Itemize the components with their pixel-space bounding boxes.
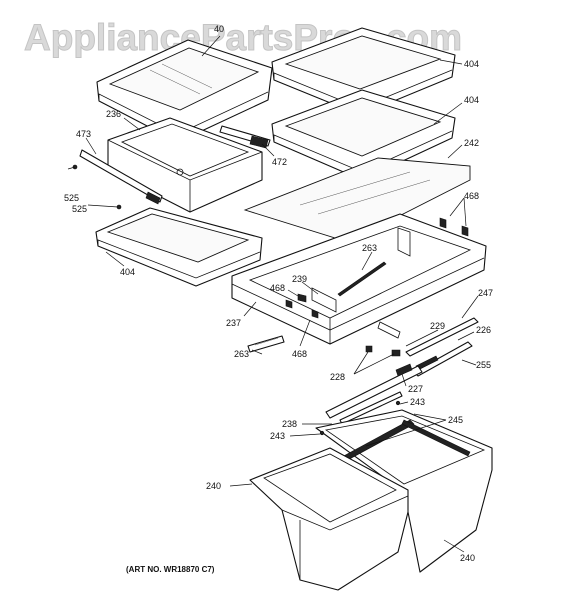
screw-243-lower <box>319 430 325 436</box>
callout-404-top: 404 <box>464 59 479 69</box>
crisper-slide-rails <box>365 317 479 377</box>
callout-238: 238 <box>282 419 297 429</box>
callout-243-lower: 243 <box>270 431 285 441</box>
crisper-divider-rail <box>325 363 423 425</box>
callout-468-center: 468 <box>270 283 285 293</box>
drawer-rail-right <box>219 125 271 149</box>
callout-229: 229 <box>430 321 445 331</box>
callout-243-upper: 243 <box>410 397 425 407</box>
callout-228: 228 <box>330 372 345 382</box>
crisper-drawer-front <box>249 447 409 591</box>
callout-226: 226 <box>476 325 491 335</box>
callout-263-upper: 263 <box>362 243 377 253</box>
callout-240-left: 240 <box>206 481 221 491</box>
callout-236: 236 <box>106 109 121 119</box>
shelf-second-right <box>271 89 456 181</box>
callout-40: 40 <box>214 24 224 34</box>
shelf-upper-left <box>96 39 273 143</box>
callout-472: 472 <box>272 157 287 167</box>
callout-525-upper: 525 <box>64 193 79 203</box>
callout-247: 247 <box>478 288 493 298</box>
callout-240-right: 240 <box>460 553 475 563</box>
shelf-top-right <box>271 27 456 116</box>
glass-plate <box>243 157 471 243</box>
leader-lines <box>85 35 479 553</box>
crisper-cover-frame <box>231 213 487 345</box>
seal-strips <box>247 261 387 353</box>
callout-227: 227 <box>408 384 423 394</box>
callout-237: 237 <box>226 318 241 328</box>
drawer-rail-left <box>67 149 163 210</box>
callout-404-second: 404 <box>464 95 479 105</box>
screw-243-upper <box>395 400 401 406</box>
callout-263-lower: 263 <box>234 349 249 359</box>
callout-468-lower: 468 <box>292 349 307 359</box>
callout-404-lower: 404 <box>120 267 135 277</box>
callout-239: 239 <box>292 274 307 284</box>
callout-242: 242 <box>464 138 479 148</box>
callout-473: 473 <box>76 129 91 139</box>
art-number: (ART NO. WR18870 C7) <box>126 565 215 574</box>
callout-468-right: 468 <box>464 191 479 201</box>
callout-525-lower: 525 <box>72 204 87 214</box>
callout-255: 255 <box>476 360 491 370</box>
callout-245: 245 <box>448 415 463 425</box>
callout-labels: 40 404 404 236 473 472 242 468 525 525 4… <box>64 24 493 563</box>
shelf-lower-left <box>95 207 263 287</box>
